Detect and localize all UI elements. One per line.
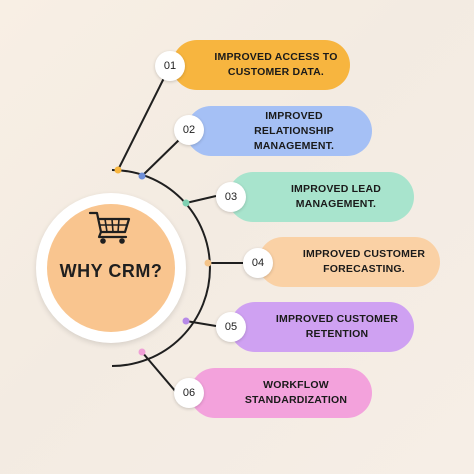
item-03-number-badge: 03	[216, 182, 246, 212]
item-04-text: IMPROVED CUSTOMER FORECASTING.	[302, 248, 426, 275]
item-02-pill: IMPROVED RELATIONSHIP MANAGEMENT.	[186, 106, 372, 156]
item-01-text: IMPROVED ACCESS TO CUSTOMER DATA.	[214, 51, 338, 78]
item-06-text: WORKFLOW STANDARDIZATION	[244, 379, 348, 406]
center-title: WHY CRM?	[59, 261, 163, 281]
connector-line-02	[141, 137, 182, 177]
item-01-pill: IMPROVED ACCESS TO CUSTOMER DATA.	[172, 40, 350, 90]
item-05-text: IMPROVED CUSTOMER RETENTION	[275, 313, 399, 340]
connector-line-06	[141, 351, 177, 393]
item-03-text: IMPROVED LEAD MANAGEMENT.	[290, 183, 382, 210]
item-01-number-badge: 01	[155, 51, 185, 81]
connector-arc	[111, 169, 211, 367]
item-06-number-badge: 06	[174, 378, 204, 408]
item-02-number-badge: 02	[174, 115, 204, 145]
item-04-pill: IMPROVED CUSTOMER FORECASTING.	[258, 237, 440, 287]
item-04-number-badge: 04	[243, 248, 273, 278]
item-03-pill: IMPROVED LEAD MANAGEMENT.	[228, 172, 414, 222]
junction-dot-02	[138, 172, 146, 180]
junction-dot-04	[204, 259, 212, 267]
item-02-text: IMPROVED RELATIONSHIP MANAGEMENT.	[253, 109, 335, 152]
junction-dot-05	[182, 317, 190, 325]
junction-dot-06	[138, 348, 146, 356]
connector-line-03	[185, 195, 217, 204]
item-05-number-badge: 05	[216, 312, 246, 342]
junction-dot-03	[182, 199, 190, 207]
shopping-cart-icon	[88, 211, 131, 244]
item-05-pill: IMPROVED CUSTOMER RETENTION	[230, 302, 414, 352]
connector-line-05	[185, 320, 217, 327]
item-06-pill: WORKFLOW STANDARDIZATION	[190, 368, 372, 418]
junction-dot-01	[114, 166, 122, 174]
connector-line-01	[117, 77, 165, 171]
